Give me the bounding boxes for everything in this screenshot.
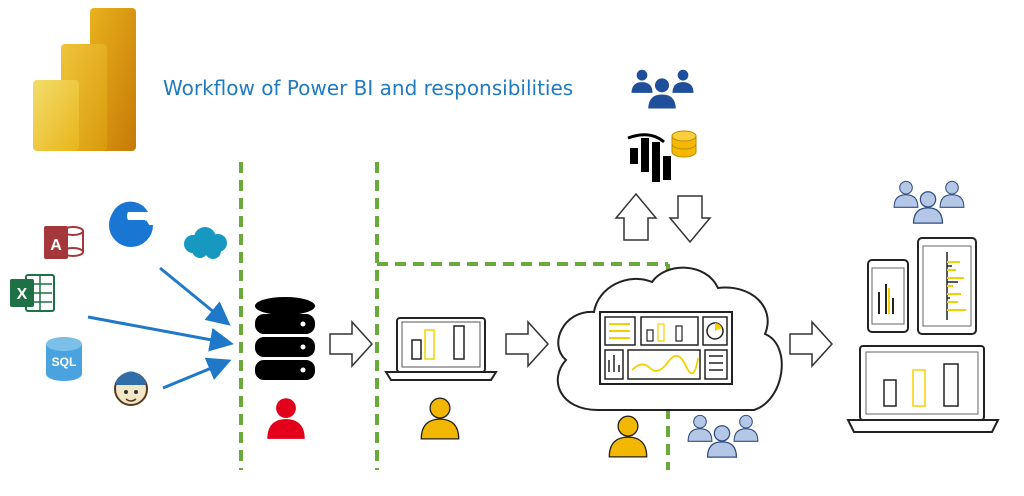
flow-arrow-1 [329,320,374,368]
team-icon [630,68,695,110]
svg-text:X: X [17,286,28,303]
flow-arrow-3 [789,320,834,368]
access-icon: A [44,226,84,259]
owner-person-yellow-service [608,415,648,458]
sql-icon: SQL [46,337,82,381]
flow-arrows [329,192,834,368]
dataset-gateway-icon [627,130,697,182]
svg-text:SQL: SQL [52,355,77,369]
edge-icon [109,201,153,247]
svg-text:A: A [50,237,62,254]
powerbi-logo [33,8,136,151]
responsibility-dividers [239,162,670,470]
upload-arrow [614,192,658,241]
owner-person-yellow-report [420,397,460,440]
database-icon [255,297,315,380]
owner-person-red [267,398,305,439]
laptop-report-icon [384,317,498,381]
audience-group-consumers [893,180,965,224]
audience-group-cloud [687,414,759,458]
download-arrow [668,195,712,244]
page-title: Workflow of Power BI and responsibilitie… [163,76,574,100]
salesforce-icon [184,227,227,259]
mobile-devices-icon [846,237,1000,433]
excel-icon: X [10,274,55,312]
source-arrows [87,266,234,390]
cloud-dashboard-icon [556,266,783,411]
flow-arrow-2 [505,320,550,368]
mailchimp-icon [114,371,148,406]
